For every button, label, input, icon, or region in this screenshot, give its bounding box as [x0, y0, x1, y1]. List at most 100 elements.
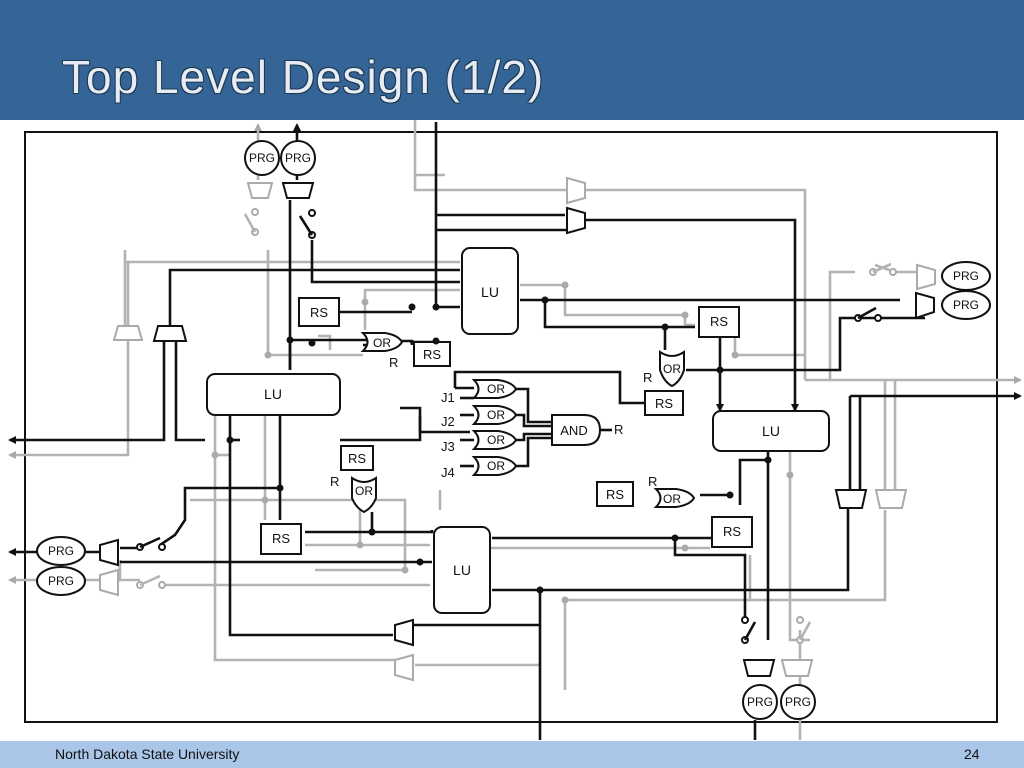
- switch-bottom-black: [741, 616, 757, 644]
- mux-left-bottom-black: [99, 538, 119, 567]
- j1-label: J1: [441, 390, 455, 405]
- diagram-frame: [24, 131, 998, 723]
- diagram-label: RS: [655, 396, 673, 411]
- switch-left-black: [136, 536, 166, 551]
- page-number: 24: [964, 746, 980, 762]
- switch-left-gray: [136, 574, 166, 589]
- mux-right-black: [915, 291, 935, 320]
- mux-bottom-gray: [394, 653, 414, 682]
- j3-label: J3: [441, 439, 455, 454]
- diagram-label: OR: [355, 484, 373, 498]
- diagram-label: RS: [272, 531, 290, 546]
- mux-right-gray: [916, 263, 936, 291]
- and-gate-group: AND J1 J2 J3 J4 R: [441, 370, 645, 480]
- lu-blocks: LU LU LU LU: [206, 247, 830, 614]
- or-gate-lower: [653, 488, 696, 508]
- lu-left: [206, 373, 341, 416]
- prg-right-bottom: [941, 290, 991, 320]
- diagram-label: OR: [487, 459, 505, 473]
- or-gate-j4: [471, 456, 518, 476]
- switches: [136, 208, 897, 644]
- mux-mid-gray: [874, 489, 908, 509]
- diagram-label: PRG: [48, 574, 74, 588]
- diagram-label: OR: [663, 362, 681, 376]
- switch-right-gray: [869, 262, 897, 276]
- and-r-label: R: [614, 422, 623, 437]
- slide-header: [0, 0, 1024, 120]
- diagram-label: LU: [481, 284, 499, 300]
- diagram-label: PRG: [953, 269, 979, 283]
- diagram-label: RS: [423, 347, 441, 362]
- rs-lower-mid: [596, 481, 634, 507]
- diagram-label: LU: [453, 562, 471, 578]
- diagram-label: RS: [723, 524, 741, 539]
- mux-top-center-gray: [566, 176, 586, 205]
- diagram-label: LU: [762, 423, 780, 439]
- prg-top-left: [244, 140, 280, 176]
- prg-left-top: [36, 536, 86, 566]
- diagram-label: RS: [348, 451, 366, 466]
- rs-bottom-left: [260, 523, 302, 555]
- diagram-label: R: [648, 474, 657, 489]
- prg-left-bottom: [36, 566, 86, 596]
- rs-blocks: RS RS RS RS RS RS RS RS: [260, 297, 753, 555]
- rs-center-lower: [340, 445, 374, 471]
- mux-bottom-black: [394, 618, 414, 647]
- prg-bottom-right: [780, 684, 816, 720]
- and-gate: [551, 414, 602, 446]
- diagram-label: PRG: [785, 695, 811, 709]
- diagram-label: RS: [710, 314, 728, 329]
- diagram-label: PRG: [249, 151, 275, 165]
- or-gate-j1: [471, 379, 518, 399]
- switch-bottom-gray: [796, 616, 812, 644]
- diagram-label: OR: [663, 492, 681, 506]
- footer-institution: North Dakota State University: [55, 746, 240, 762]
- or-gates: OR OR OR OR OR OR OR OR: [351, 332, 696, 514]
- j2-label: J2: [441, 414, 455, 429]
- rs-bottom-right: [711, 516, 753, 548]
- slide-title: Top Level Design (1/2): [62, 51, 545, 103]
- switch-top-gray: [243, 208, 259, 236]
- diagram-label: R: [330, 474, 339, 489]
- diagram-label: RS: [606, 487, 624, 502]
- r-labels: R R R R: [330, 355, 657, 489]
- diagram-label: OR: [487, 433, 505, 447]
- prg-top-right: [280, 140, 316, 176]
- mux-bottom-right-black: [742, 659, 776, 677]
- diagram-label: RS: [310, 305, 328, 320]
- rs-center-left: [413, 341, 451, 367]
- lu-right: [712, 410, 830, 452]
- junction-dots: [211, 281, 794, 604]
- diagram-label: R: [389, 355, 398, 370]
- or-gate-j2: [471, 405, 518, 425]
- muxes: [99, 176, 936, 682]
- diagram-label: PRG: [48, 544, 74, 558]
- mux-bottom-right-gray: [780, 659, 814, 677]
- mux-mid-black: [834, 489, 868, 509]
- rs-top-left: [298, 297, 340, 327]
- diagram-label: OR: [373, 336, 391, 350]
- mux-left-black: [152, 325, 188, 342]
- switch-top-black: [298, 209, 316, 239]
- lu-bottom: [433, 526, 491, 614]
- mux-left-gray: [112, 325, 144, 341]
- diagram-label: PRG: [953, 298, 979, 312]
- or-gate-right: [659, 350, 685, 388]
- prg-bottom-left: [742, 684, 778, 720]
- diagram-label: R: [643, 370, 652, 385]
- or-gate-top: [360, 332, 404, 352]
- or-gate-left: [351, 476, 377, 514]
- diagram-label: OR: [487, 382, 505, 396]
- mux-top-center-black: [566, 206, 586, 235]
- j4-label: J4: [441, 465, 455, 480]
- or-gate-j3: [471, 430, 518, 450]
- mux-top-black: [281, 182, 315, 199]
- diagram-label: PRG: [285, 151, 311, 165]
- diagram-label: OR: [487, 408, 505, 422]
- diagram-label: PRG: [747, 695, 773, 709]
- lu-top: [461, 247, 519, 335]
- black-wires: [8, 122, 1022, 740]
- slide-footer: [0, 741, 1024, 768]
- mux-top-gray: [246, 182, 274, 199]
- diagram-label: LU: [264, 386, 282, 402]
